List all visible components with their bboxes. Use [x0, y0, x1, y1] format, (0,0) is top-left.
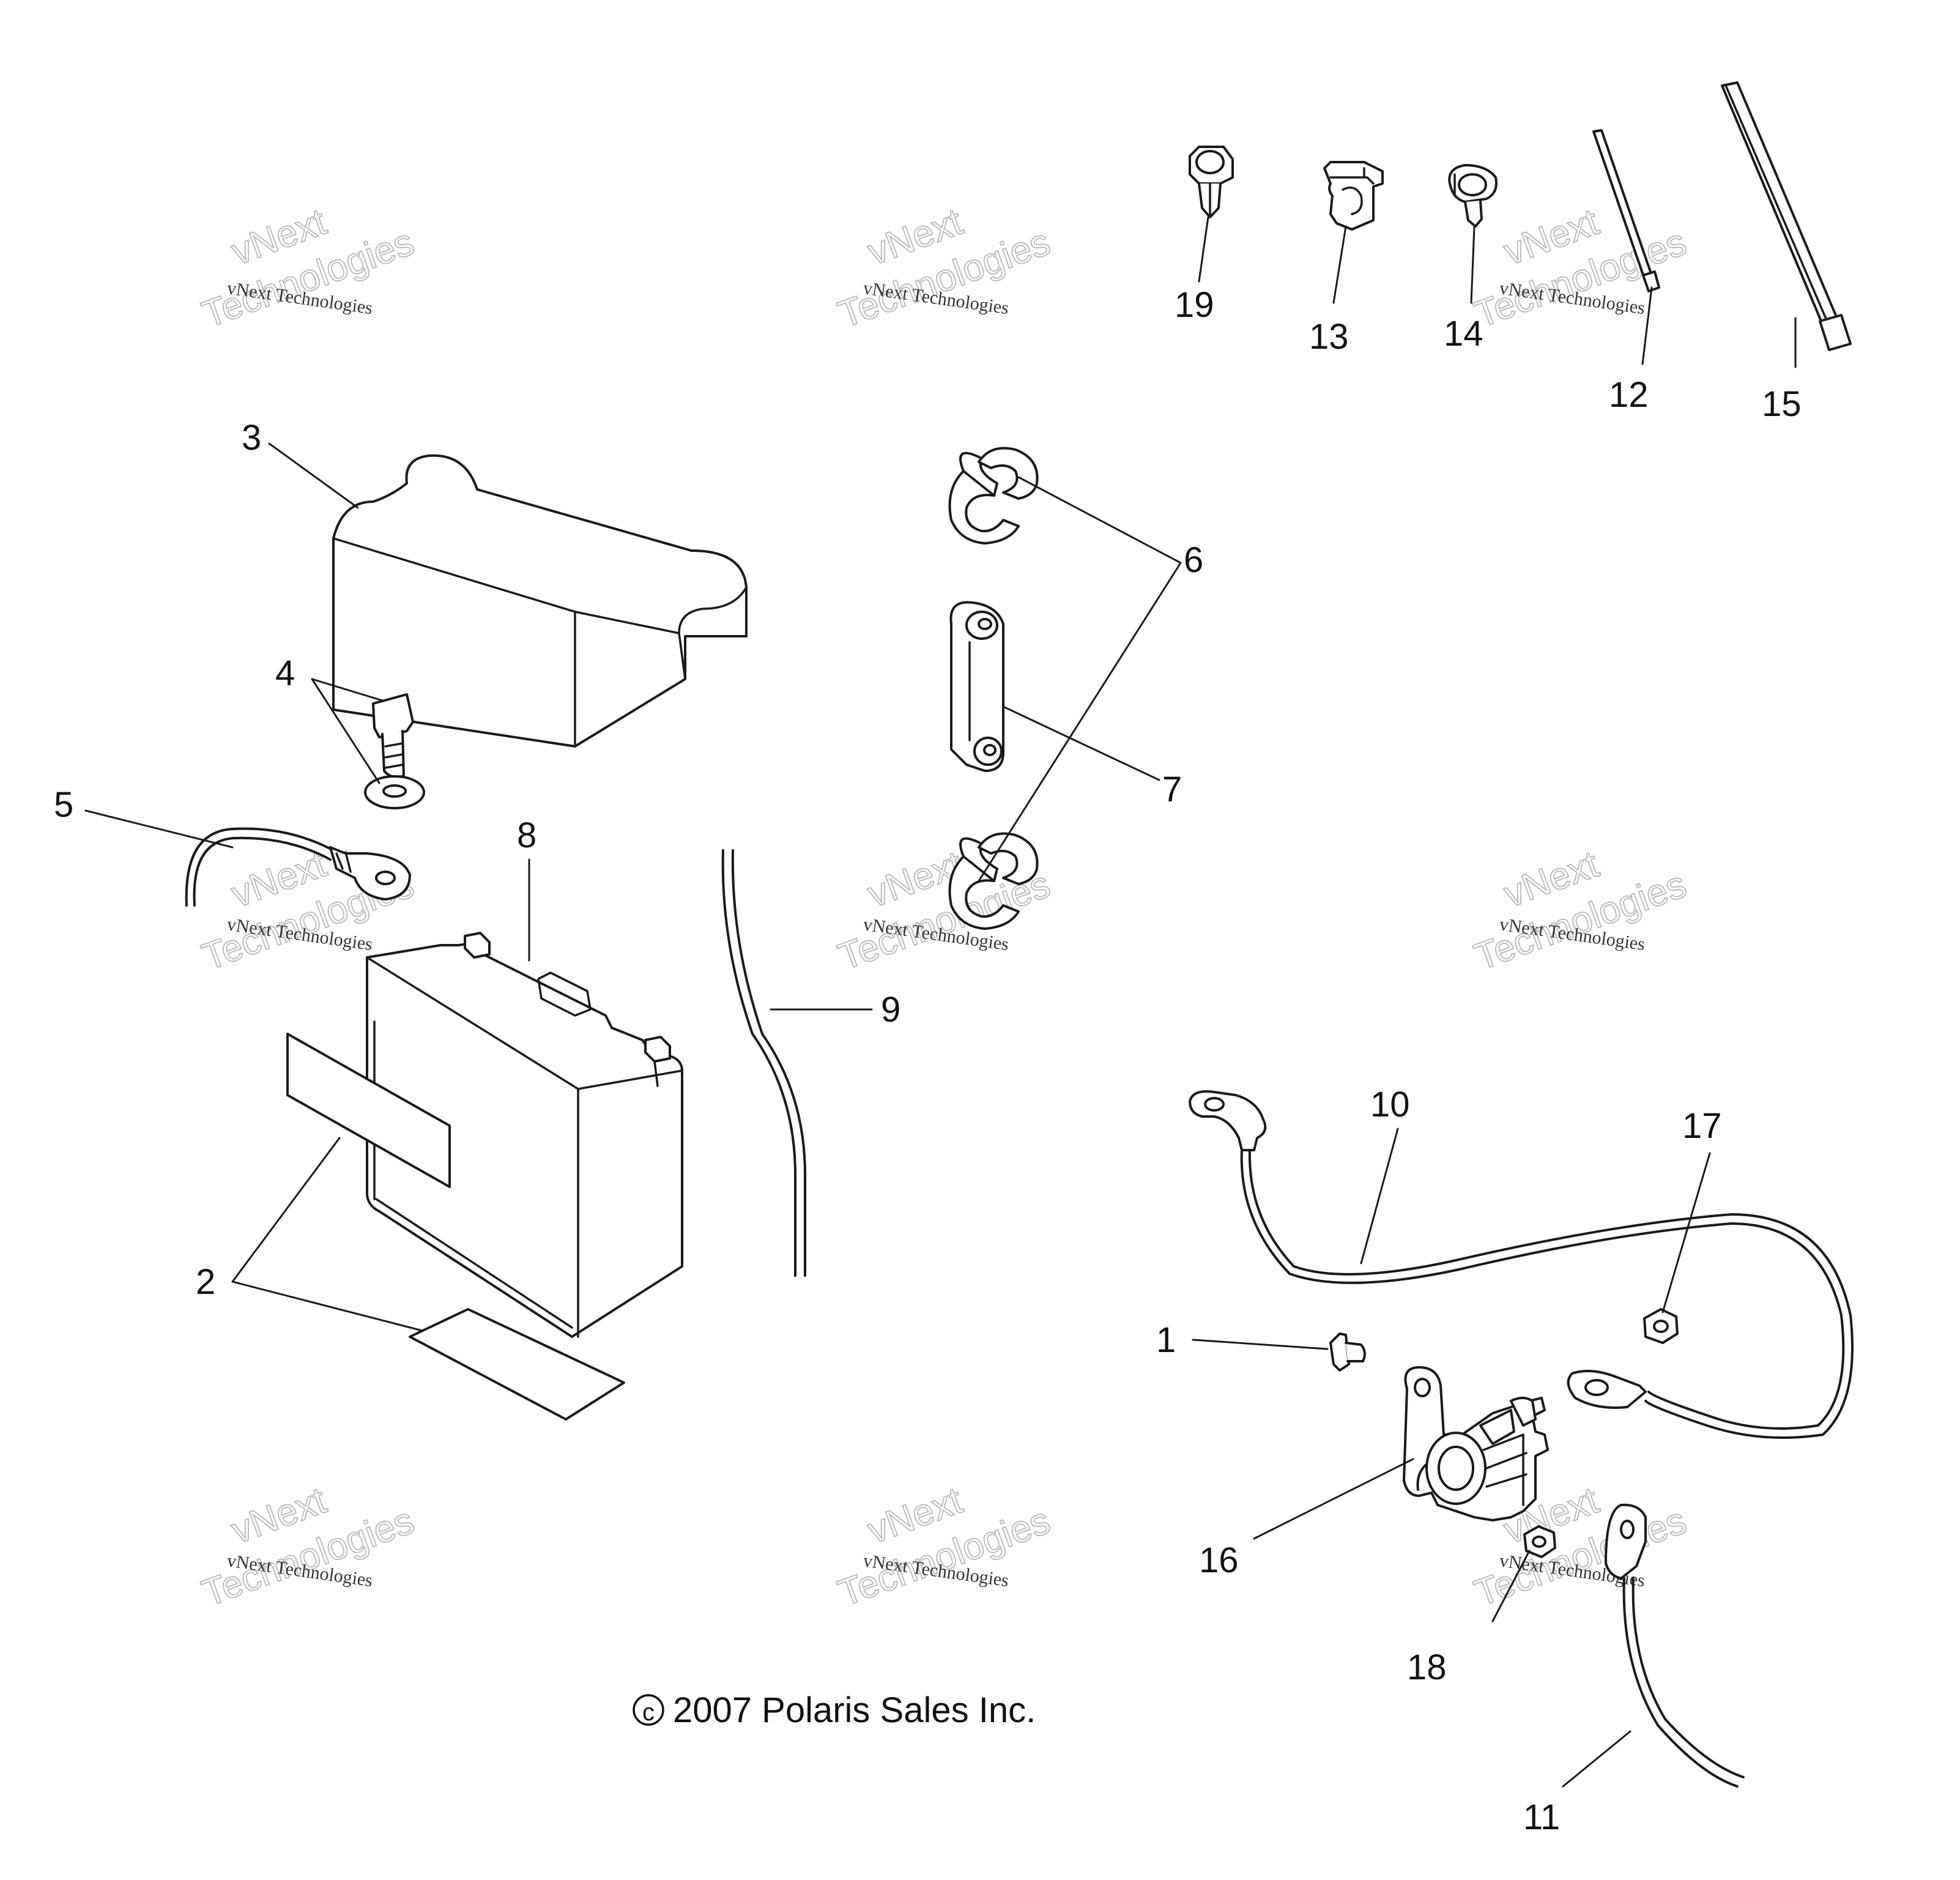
callout-1: 1	[1156, 1320, 1176, 1360]
copyright-text: 2007 Polaris Sales Inc.	[673, 1690, 1036, 1730]
watermark: vNext Technologies	[196, 200, 420, 337]
callout-7: 7	[1162, 770, 1182, 809]
callout-11: 11	[1523, 1797, 1560, 1837]
callout-16: 16	[1199, 1540, 1239, 1580]
part-12-cable-tie	[1592, 129, 1660, 292]
part-5-cable	[185, 827, 411, 907]
part-18-nut	[1523, 1525, 1556, 1558]
part-4-bolt-washer	[364, 693, 425, 809]
callout-12: 12	[1609, 375, 1649, 415]
part-8-battery	[366, 932, 683, 1338]
callout-8: 8	[517, 816, 536, 855]
part-9-vent-tube	[721, 849, 806, 1277]
callout-14: 14	[1444, 314, 1483, 354]
part-10-cable	[1189, 1090, 1854, 1439]
part-14-clamp	[1448, 164, 1498, 228]
part-2-labels	[286, 1033, 625, 1421]
callout-18: 18	[1407, 1648, 1447, 1687]
callout-13: 13	[1309, 317, 1349, 357]
callout-19: 19	[1175, 285, 1214, 325]
part-6-clip-bottom	[948, 832, 1039, 930]
watermark: vNext Technologies	[833, 1479, 1056, 1616]
watermark: vNext Technologies	[1469, 842, 1693, 979]
leader-lines	[84, 216, 1797, 1788]
part-11-cable	[1605, 1503, 1745, 1788]
part-7-link	[949, 601, 1004, 772]
part-17-nut	[1643, 1308, 1679, 1344]
callout-10: 10	[1370, 1085, 1410, 1124]
callout-17: 17	[1682, 1106, 1722, 1146]
callout-3: 3	[242, 418, 261, 458]
callout-4: 4	[275, 653, 295, 693]
part-15-cable-tie	[1721, 81, 1852, 351]
watermark: vNext Technologies	[196, 1479, 420, 1616]
callouts: 3 4 5 8 2 9 6 7 19 13 14 12 15 10 17 1 1…	[54, 285, 1802, 1837]
part-16-solenoid	[1403, 1366, 1549, 1521]
copyright: c 2007 Polaris Sales Inc.	[633, 1690, 1036, 1730]
watermark-grid: vNext Technologies vNext Technologies vN…	[196, 200, 1693, 1616]
callout-2: 2	[196, 1262, 215, 1302]
part-1-screw	[1329, 1332, 1366, 1372]
part-19-push-pin	[1189, 146, 1234, 218]
copyright-icon	[633, 1694, 664, 1726]
watermark: vNext Technologies	[833, 200, 1056, 337]
copyright-symbol: c	[642, 1699, 655, 1726]
callout-5: 5	[54, 785, 73, 825]
part-13-clip	[1323, 161, 1384, 231]
part-3-battery-pad	[332, 454, 748, 748]
callout-6: 6	[1184, 540, 1203, 580]
callout-15: 15	[1762, 384, 1802, 424]
callout-9: 9	[881, 990, 900, 1030]
part-6-clip-top	[948, 447, 1039, 544]
